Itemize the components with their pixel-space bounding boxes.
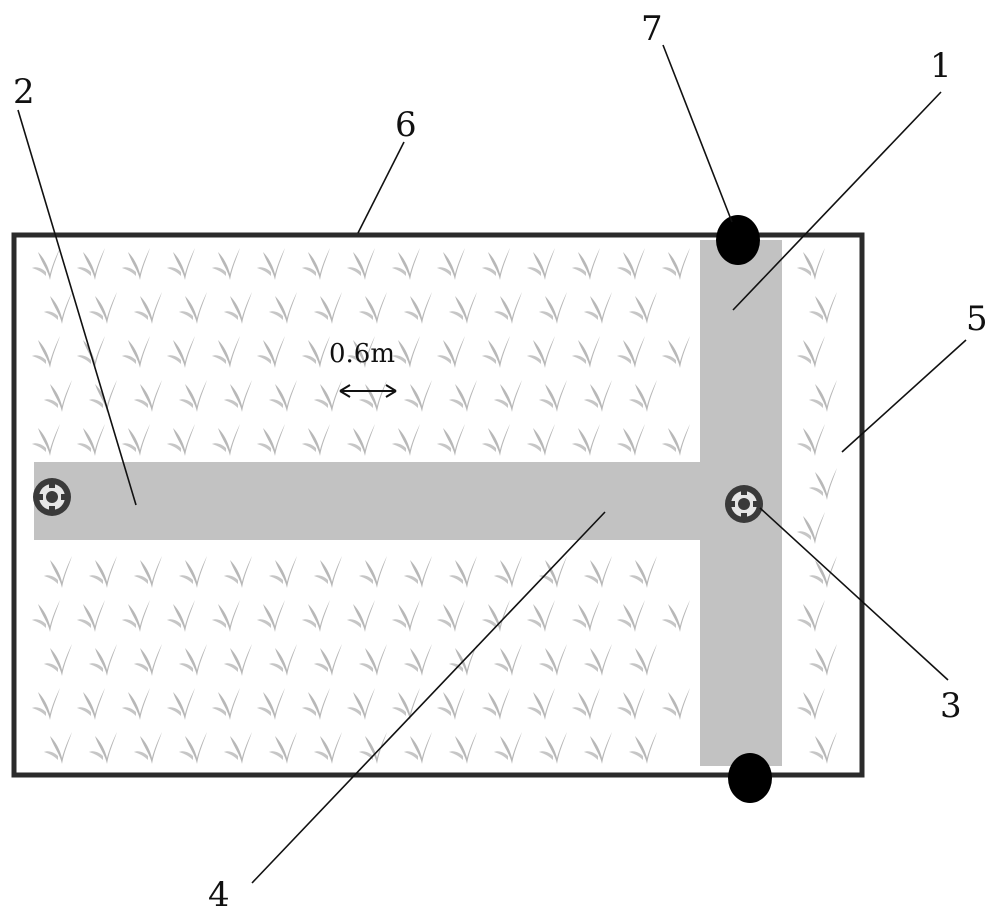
callout-3: 3: [940, 686, 962, 726]
dimension-arrow: [339, 384, 397, 398]
leader-line-7: [662, 44, 733, 223]
drain-outlet-icon: [725, 485, 763, 523]
callout-7: 7: [641, 9, 663, 49]
callout-4: 4: [208, 875, 230, 915]
leader-line-3: [759, 507, 949, 681]
dimension-label: 0.6m: [329, 339, 395, 369]
callout-5: 5: [966, 299, 988, 339]
post-icon: [728, 753, 772, 803]
leader-line-6: [357, 141, 405, 234]
callout-1: 1: [930, 46, 952, 86]
leader-line-2: [17, 109, 137, 506]
horizontal-channel: [34, 462, 782, 540]
leader-line-4: [251, 511, 606, 884]
callout-2: 2: [13, 72, 35, 112]
callout-6: 6: [395, 105, 417, 145]
post-icon: [716, 215, 760, 265]
leader-line-5: [841, 339, 967, 453]
drain-outlet-icon: [33, 478, 71, 516]
leader-line-1: [732, 91, 942, 311]
